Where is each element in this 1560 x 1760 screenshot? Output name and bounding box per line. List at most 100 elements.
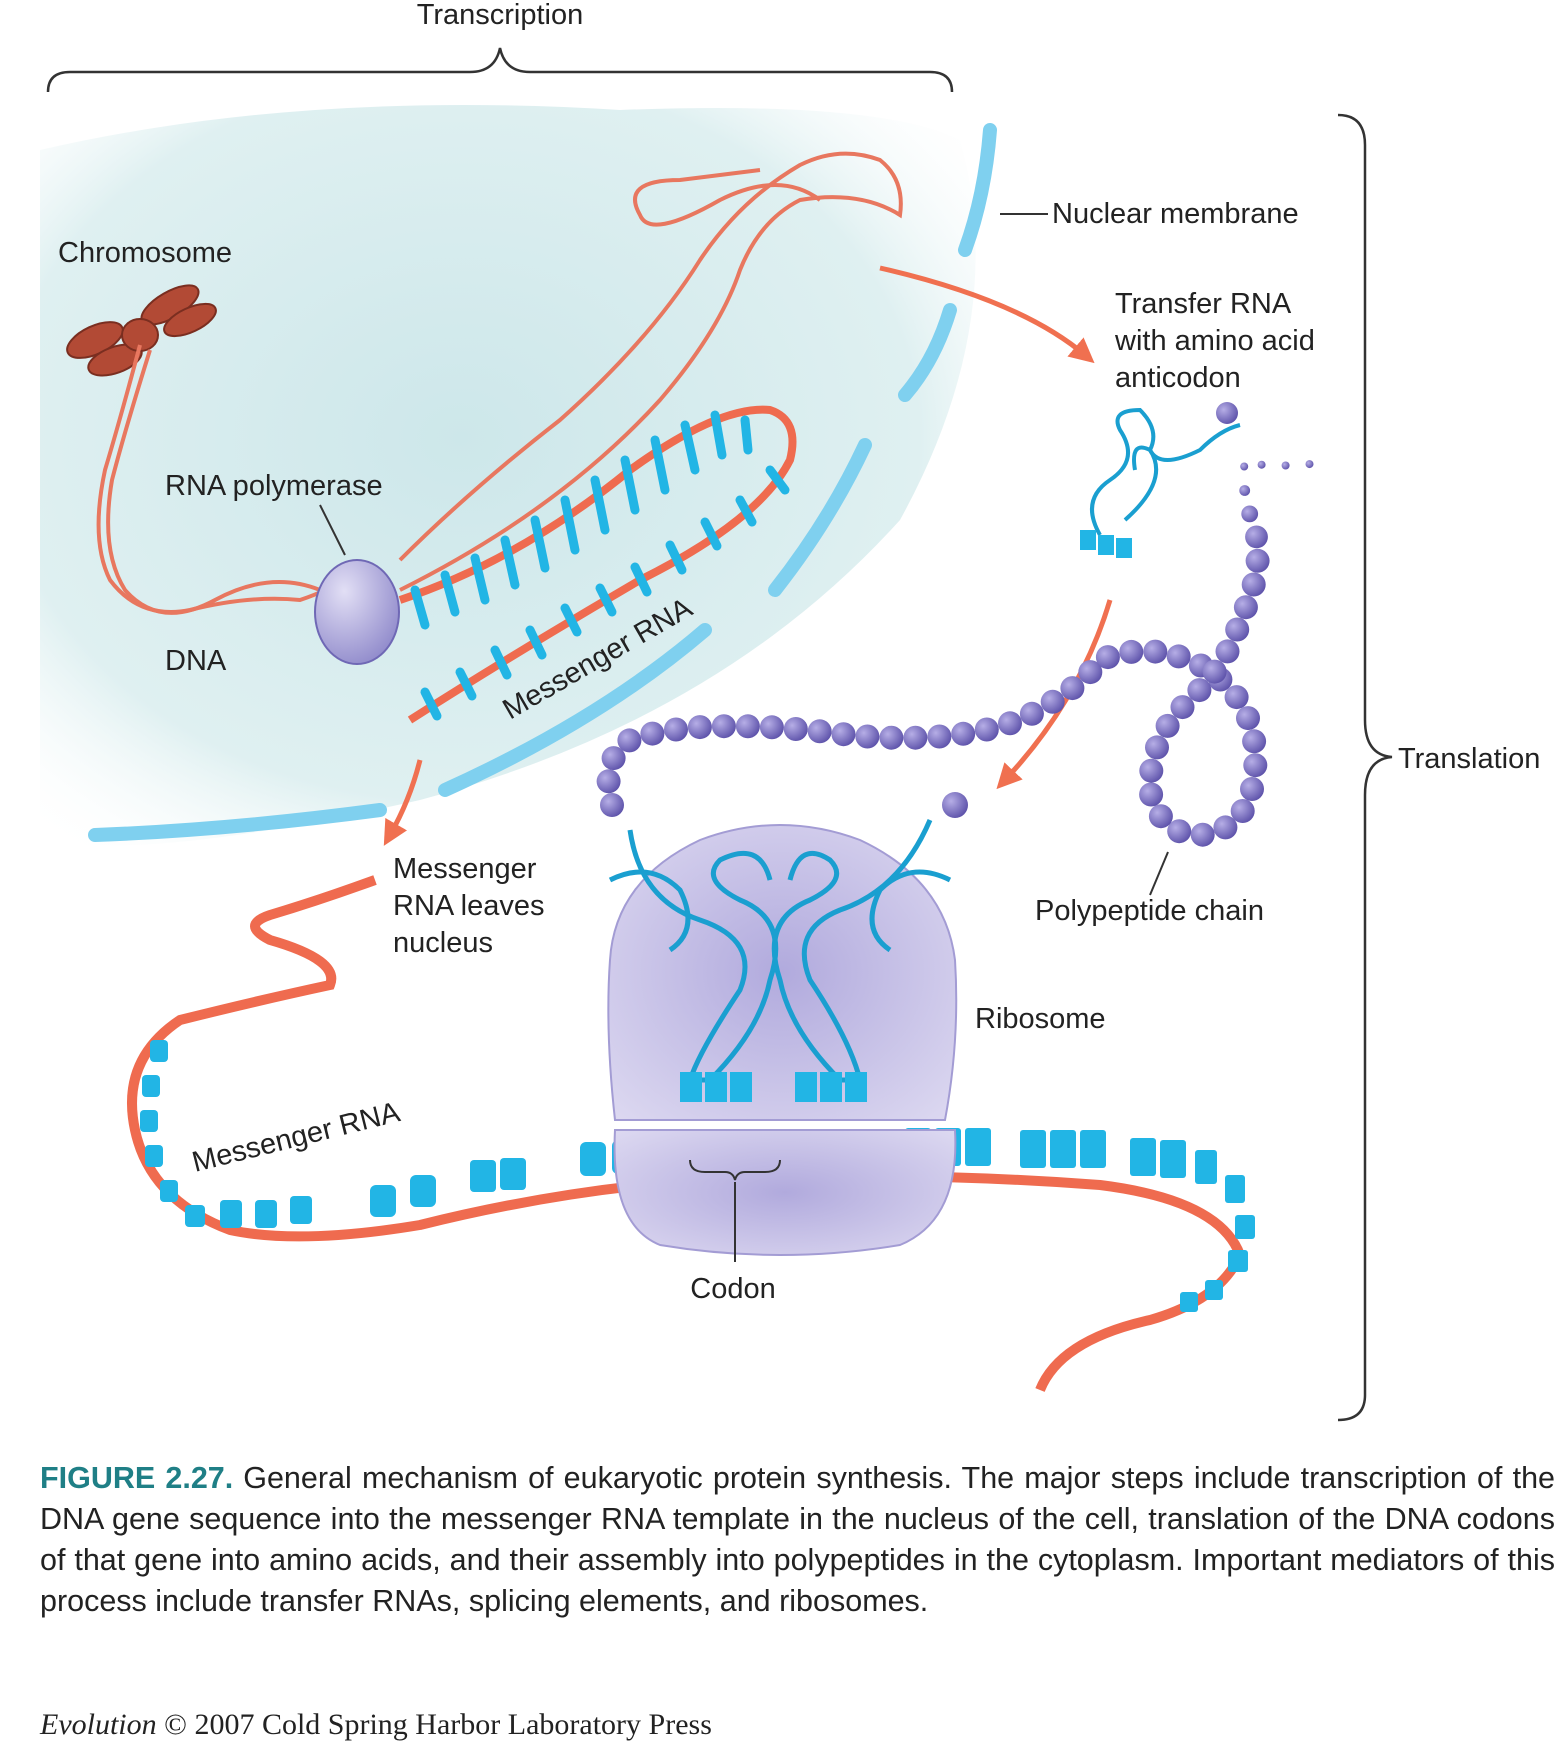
- translation-label: Translation: [1398, 743, 1540, 775]
- dna-strand: [96, 151, 903, 615]
- rna-polymerase-leader: [319, 504, 346, 556]
- amino-acid-bead: [879, 725, 904, 750]
- amino-acid-bead: [1119, 639, 1144, 664]
- trna-anticodons-ribosome: [680, 1072, 867, 1102]
- rna-polymerase-label: RNA polymerase: [165, 470, 383, 502]
- rna-polymerase: [314, 559, 400, 665]
- amino-acid-bead: [600, 793, 624, 817]
- publisher-credit: Evolution © 2007 Cold Spring Harbor Labo…: [40, 1708, 712, 1742]
- amino-acid-bead: [1060, 676, 1085, 701]
- free-trna-anticodon: [1080, 530, 1132, 558]
- credit-text: © 2007 Cold Spring Harbor Laboratory Pre…: [164, 1708, 712, 1741]
- amino-acid-bead: [1215, 639, 1240, 664]
- amino-acid-bead: [601, 746, 626, 771]
- amino-acid-bead: [1145, 735, 1169, 760]
- amino-acid-bead: [1139, 758, 1164, 783]
- amino-acid-bead: [1187, 678, 1212, 703]
- polypeptide-leader: [1149, 851, 1169, 896]
- mrna-nucleus: [398, 405, 797, 724]
- amino-acid-bead: [1224, 685, 1249, 710]
- free-trna-amino-acid: [1216, 402, 1238, 424]
- mrna-cytoplasm: [127, 875, 1246, 1393]
- amino-acid-bead: [640, 721, 665, 746]
- amino-acid-bead: [687, 715, 712, 740]
- dna-label: DNA: [165, 645, 227, 677]
- amino-acid-bead: [1241, 505, 1259, 523]
- transcription-label: Transcription: [417, 0, 584, 31]
- amino-acid-bead: [617, 728, 642, 753]
- amino-acid-bead: [1230, 799, 1255, 823]
- amino-acid-bead: [1167, 819, 1192, 844]
- codon-label: Codon: [690, 1273, 775, 1305]
- mrna-leaves-label-line2: RNA leaves: [393, 890, 545, 922]
- amino-acid-bead: [998, 711, 1022, 736]
- amino-acid-bead: [1139, 782, 1164, 807]
- mrna-leaves-label-line1: Messenger: [393, 853, 537, 885]
- amino-acid-bead: [1170, 695, 1195, 720]
- amino-acid-bead: [903, 725, 928, 750]
- polypeptide-chain: [596, 460, 1314, 847]
- amino-acid-bead: [1245, 525, 1268, 549]
- amino-acid-bead: [664, 717, 688, 742]
- amino-acid-bead: [1019, 701, 1044, 726]
- codon-brace: [689, 1159, 781, 1181]
- amino-acid-bead: [759, 715, 784, 740]
- amino-acid-bead: [1095, 645, 1120, 670]
- amino-acid-bead: [783, 717, 808, 741]
- amino-acid-bead: [1166, 644, 1191, 669]
- amino-acid-bead: [1305, 460, 1314, 469]
- nuclear-membrane: [88, 123, 997, 842]
- chromosome: [66, 284, 217, 377]
- amino-acid-bead: [1239, 485, 1251, 496]
- protein-synthesis-diagram: Transcription Translation Chromosome Nuc…: [40, 0, 1540, 1422]
- amino-acid-bead: [807, 719, 832, 744]
- figure-number: FIGURE 2.27.: [40, 1461, 234, 1495]
- amino-acid-bead: [1240, 777, 1264, 801]
- figure-caption: FIGURE 2.27.General mechanism of eukaryo…: [40, 1458, 1555, 1622]
- amino-acid-bead: [927, 724, 952, 749]
- trna-label-line1: Transfer RNA: [1115, 288, 1292, 320]
- caption-text: General mechanism of eukaryotic protein …: [40, 1461, 1555, 1618]
- nuclear-membrane-label: Nuclear membrane: [1052, 198, 1299, 230]
- amino-acid-bead: [1213, 815, 1238, 840]
- amino-acid-bead: [596, 769, 621, 794]
- amino-acid-bead: [951, 721, 976, 746]
- amino-acid-bead: [1240, 462, 1249, 471]
- amino-acid-bead: [1225, 617, 1250, 642]
- amino-acid-bead: [1242, 729, 1267, 754]
- amino-acid-bead: [855, 724, 880, 749]
- amino-acid-bead: [1257, 460, 1266, 469]
- amino-acid-bead: [1233, 595, 1258, 620]
- amino-acid-bead: [1078, 660, 1103, 685]
- amino-acid-bead: [1202, 659, 1227, 684]
- amino-acid-bead: [711, 714, 736, 739]
- amino-acid-bead: [1148, 804, 1173, 829]
- amino-acid-bead: [1040, 689, 1065, 714]
- amino-acid-bead: [1143, 639, 1168, 664]
- amino-acid-bead: [942, 792, 968, 818]
- messenger-rna-lower-label: Messenger RNA: [189, 1096, 404, 1179]
- polypeptide-chain-label: Polypeptide chain: [1035, 895, 1264, 927]
- amino-acid-bead: [831, 722, 856, 747]
- translation-brace: [1337, 113, 1393, 1422]
- nucleus-region: [40, 105, 976, 846]
- amino-acid-bead: [735, 714, 760, 739]
- amino-acid-bead: [1236, 706, 1260, 731]
- amino-acid-bead: [1243, 753, 1268, 778]
- trna-on-ribosome: [608, 819, 952, 1083]
- trna-label-line2: with amino acid: [1114, 325, 1315, 357]
- book-title: Evolution: [40, 1708, 157, 1741]
- trna-label-line3: anticodon: [1115, 362, 1241, 394]
- amino-acid-bead: [1241, 572, 1266, 597]
- amino-acid-bead: [1245, 548, 1270, 573]
- amino-acid-bead: [1190, 822, 1215, 847]
- free-trna: [1090, 407, 1241, 536]
- amino-acid-bead: [974, 717, 999, 742]
- amino-acid-bead: [1281, 461, 1290, 470]
- ribosome-label: Ribosome: [975, 1003, 1106, 1035]
- transcription-brace: [46, 47, 954, 93]
- mrna-leaves-label-line3: nucleus: [393, 927, 493, 959]
- ribosome: [607, 824, 958, 1256]
- chromosome-label: Chromosome: [58, 237, 232, 269]
- amino-acid-bead: [1155, 713, 1180, 738]
